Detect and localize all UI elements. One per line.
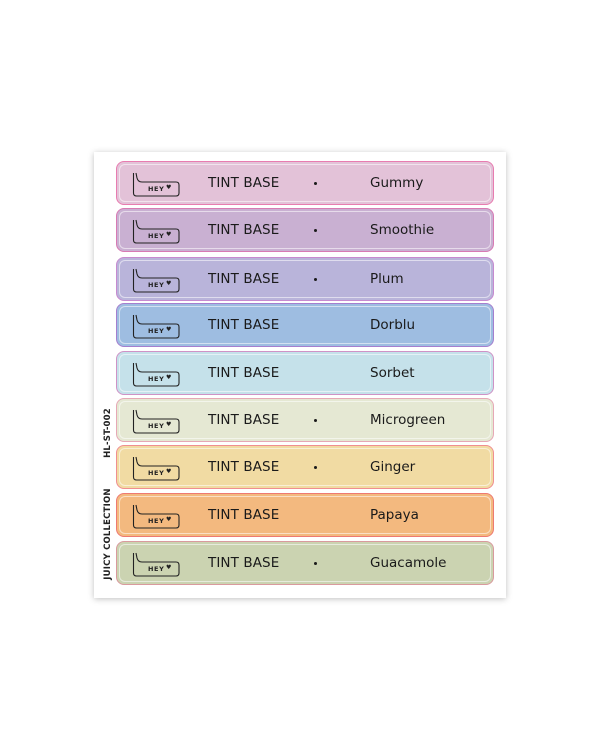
tint-base-text: TINT BASE	[208, 222, 280, 238]
hey-tab-text: HEY	[148, 517, 165, 525]
hey-tab-text: HEY	[148, 232, 165, 240]
sticker-label-ginger: HEY♥ TINT BASE Ginger	[116, 445, 494, 489]
hey-tab-icon: HEY♥	[132, 362, 180, 387]
shade-name: Gummy	[370, 175, 424, 191]
heart-icon: ♥	[166, 516, 172, 523]
sticker-label-papaya: HEY♥ TINT BASE Papaya	[116, 493, 494, 537]
hey-tab-icon: HEY♥	[132, 219, 180, 244]
heart-icon: ♥	[166, 280, 172, 287]
hey-tab-icon: HEY♥	[132, 314, 180, 339]
shade-name: Ginger	[370, 459, 416, 475]
shade-name: Sorbet	[370, 365, 415, 381]
hey-tab-text: HEY	[148, 565, 165, 573]
hey-tab-text: HEY	[148, 422, 165, 430]
shade-name: Dorblu	[370, 317, 416, 333]
tint-base-text: TINT BASE	[208, 412, 280, 428]
hey-tab-text: HEY	[148, 281, 165, 289]
sticker-label-gummy: HEY♥ TINT BASE Gummy	[116, 161, 494, 205]
separator-dot	[314, 466, 317, 469]
tint-base-text: TINT BASE	[208, 507, 280, 523]
sticker-label-smoothie: HEY♥ TINT BASE Smoothie	[116, 208, 494, 252]
sheet-code: HL-ST-002	[103, 408, 113, 458]
separator-dot	[314, 278, 317, 281]
hey-tab-text: HEY	[148, 185, 165, 193]
shade-name: Papaya	[370, 507, 419, 523]
sticker-label-sorbet: HEY♥ TINT BASE Sorbet	[116, 351, 494, 395]
tint-base-text: TINT BASE	[208, 365, 280, 381]
separator-dot	[314, 419, 317, 422]
tint-base-text: TINT BASE	[208, 271, 280, 287]
sticker-label-plum: HEY♥ TINT BASE Plum	[116, 257, 494, 301]
sticker-label-dorblu: HEY♥ TINT BASE Dorblu	[116, 303, 494, 347]
separator-dot	[314, 229, 317, 232]
shade-name: Smoothie	[370, 222, 435, 238]
heart-icon: ♥	[166, 421, 172, 428]
collection-name: JUICY COLLECTION	[103, 488, 113, 580]
sticker-label-microgreen: HEY♥ TINT BASE Microgreen	[116, 398, 494, 442]
hey-tab-icon: HEY♥	[132, 552, 180, 577]
heart-icon: ♥	[166, 374, 172, 381]
hey-tab-text: HEY	[148, 375, 165, 383]
hey-tab-icon: HEY♥	[132, 409, 180, 434]
sheet-side-strip: HL-ST-002 JUICY COLLECTION	[99, 152, 117, 598]
heart-icon: ♥	[166, 184, 172, 191]
heart-icon: ♥	[166, 564, 172, 571]
hey-tab-icon: HEY♥	[132, 172, 180, 197]
heart-icon: ♥	[166, 468, 172, 475]
sticker-label-guacamole: HEY♥ TINT BASE Guacamole	[116, 541, 494, 585]
heart-icon: ♥	[166, 326, 172, 333]
separator-dot	[314, 562, 317, 565]
shade-name: Guacamole	[370, 555, 447, 571]
hey-tab-text: HEY	[148, 469, 165, 477]
sticker-sheet: HL-ST-002 JUICY COLLECTION HEY♥TINT BASE…	[94, 152, 506, 598]
separator-dot	[314, 182, 317, 185]
tint-base-text: TINT BASE	[208, 317, 280, 333]
hey-tab-icon: HEY♥	[132, 504, 180, 529]
tint-base-text: TINT BASE	[208, 459, 280, 475]
tint-base-text: TINT BASE	[208, 175, 280, 191]
shade-name: Microgreen	[370, 412, 446, 428]
heart-icon: ♥	[166, 231, 172, 238]
hey-tab-text: HEY	[148, 327, 165, 335]
tint-base-text: TINT BASE	[208, 555, 280, 571]
hey-tab-icon: HEY♥	[132, 456, 180, 481]
hey-tab-icon: HEY♥	[132, 268, 180, 293]
shade-name: Plum	[370, 271, 404, 287]
